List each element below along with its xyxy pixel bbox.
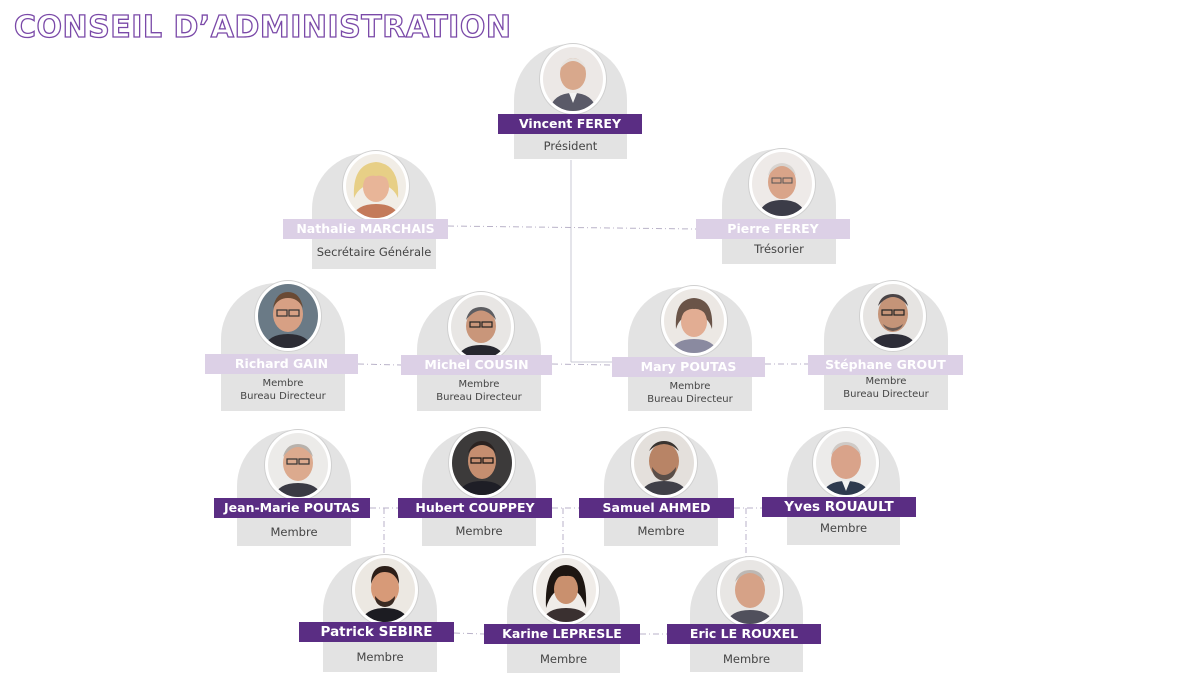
member-name-label: Patrick SEBIRE xyxy=(299,622,454,642)
member-photo xyxy=(661,286,727,356)
member-role-label: Secrétaire Générale xyxy=(316,245,432,259)
member-role-label: Bureau Directeur xyxy=(843,389,929,400)
member-photo xyxy=(449,428,515,498)
person-avatar-icon xyxy=(451,295,511,359)
member-name-label: Yves ROUAULT xyxy=(762,497,916,517)
member-role-label: Membre xyxy=(669,381,711,392)
member-name-label: Pierre FEREY xyxy=(696,219,850,239)
member-role-label: Membre xyxy=(865,376,907,387)
member-role-label: Membre xyxy=(819,521,868,535)
person-avatar-icon xyxy=(816,431,876,495)
member-role-label: Bureau Directeur xyxy=(240,391,326,402)
page-title: CONSEIL D’ADMINISTRATION xyxy=(13,9,512,45)
member-name-label: Stéphane GROUT xyxy=(808,355,963,375)
member-name-label: Karine LEPRESLE xyxy=(484,624,640,644)
member-name-label: Samuel AHMED xyxy=(579,498,734,518)
member-photo xyxy=(265,430,331,500)
member-photo xyxy=(860,281,926,351)
member-role-label: Président xyxy=(543,139,598,153)
member-photo xyxy=(255,281,321,351)
member-photo xyxy=(343,151,409,221)
member-name-label: Eric LE ROUXEL xyxy=(667,624,821,644)
member-name-label: Richard GAIN xyxy=(205,354,358,374)
member-name-label: Hubert COUPPEY xyxy=(398,498,552,518)
member-role-label: Bureau Directeur xyxy=(647,394,733,405)
person-avatar-icon xyxy=(543,47,603,111)
member-role-label: Membre xyxy=(270,525,318,539)
member-role-label: Membre xyxy=(356,650,404,664)
member-role-label: Membre xyxy=(539,652,588,666)
member-name-label: Vincent FEREY xyxy=(498,114,642,134)
member-photo xyxy=(749,149,815,219)
person-avatar-icon xyxy=(863,284,923,348)
member-photo xyxy=(448,292,514,362)
member-photo xyxy=(533,555,599,625)
person-avatar-icon xyxy=(720,560,780,624)
member-role-label: Membre xyxy=(455,524,503,538)
member-photo xyxy=(813,428,879,498)
member-name-label: Jean-Marie POUTAS xyxy=(214,498,370,518)
person-avatar-icon xyxy=(752,152,812,216)
member-photo xyxy=(717,557,783,627)
member-name-label: Michel COUSIN xyxy=(401,355,552,375)
member-photo xyxy=(540,44,606,114)
member-role-label: Membre xyxy=(722,652,771,666)
member-role-label: Membre xyxy=(262,378,304,389)
person-avatar-icon xyxy=(355,558,415,622)
member-photo xyxy=(352,555,418,625)
member-photo xyxy=(631,428,697,498)
person-avatar-icon xyxy=(258,284,318,348)
member-name-label: Mary POUTAS xyxy=(612,357,765,377)
member-role-label: Membre xyxy=(458,379,500,390)
person-avatar-icon xyxy=(346,154,406,218)
person-avatar-icon xyxy=(452,431,512,495)
member-role-label: Bureau Directeur xyxy=(436,392,522,403)
member-role-label: Trésorier xyxy=(754,242,804,256)
member-role-label: Membre xyxy=(637,524,685,538)
person-avatar-icon xyxy=(268,433,328,497)
person-avatar-icon xyxy=(634,431,694,495)
person-avatar-icon xyxy=(664,289,724,353)
member-name-label: Nathalie MARCHAIS xyxy=(283,219,448,239)
person-avatar-icon xyxy=(536,558,596,622)
